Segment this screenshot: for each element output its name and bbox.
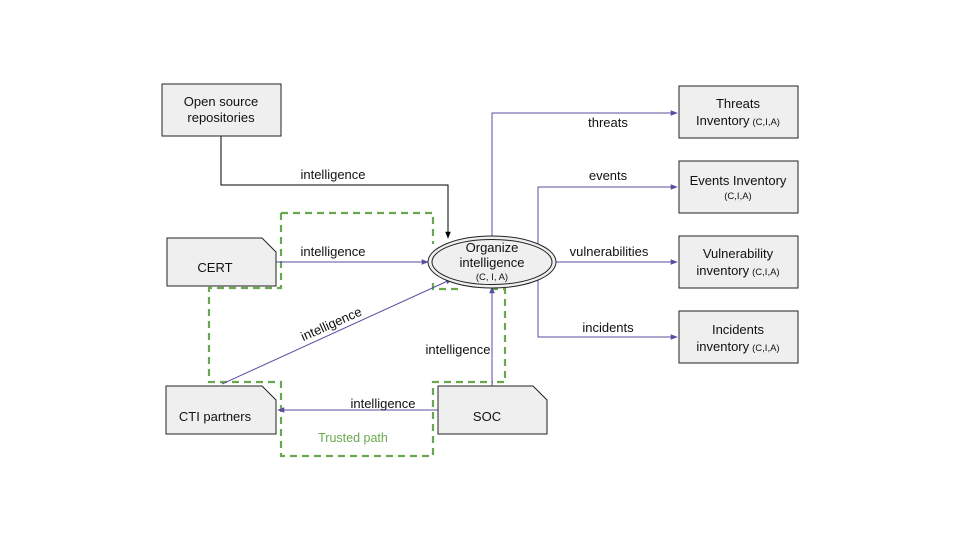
vulnerability-line2-main: inventory: [696, 263, 749, 278]
edge-labels: intelligence intelligence intelligence i…: [298, 115, 648, 445]
organize-line2: intelligence: [459, 255, 524, 270]
node-soc[interactable]: SOC: [437, 385, 548, 435]
edge-cti-to-organize: [221, 278, 453, 385]
threats-suffix: (C,I,A): [753, 117, 780, 128]
edges: [220, 110, 678, 413]
events-suffix: (C,I,A): [724, 191, 751, 202]
open-source-line1: Open source: [184, 94, 258, 109]
threats-line1: Threats: [716, 96, 761, 111]
label-cert-intelligence: intelligence: [300, 244, 365, 259]
open-source-line2: repositories: [187, 110, 255, 125]
threats-line2-main: Inventory: [696, 113, 750, 128]
node-open-source-repositories[interactable]: Open source repositories: [161, 83, 282, 137]
cert-label: CERT: [197, 260, 232, 275]
node-cti-partners[interactable]: CTI partners: [165, 385, 277, 435]
incidents-line1: Incidents: [712, 322, 765, 337]
node-vulnerability-inventory[interactable]: Vulnerability inventory(C,I,A): [678, 235, 799, 289]
threats-line2: Inventory(C,I,A): [696, 113, 780, 128]
label-events: events: [589, 168, 628, 183]
node-incidents-inventory[interactable]: Incidents inventory(C,I,A): [678, 310, 799, 364]
events-line1: Events Inventory: [690, 173, 787, 188]
edge-open-source-to-organize: [220, 136, 451, 239]
label-vulnerabilities: vulnerabilities: [570, 244, 649, 259]
incidents-line2-main: inventory: [696, 339, 749, 354]
trusted-path-label: Trusted path: [318, 431, 388, 445]
edge-to-threats: [491, 110, 678, 237]
vulnerability-line2: inventory(C,I,A): [696, 263, 779, 278]
node-threats-inventory[interactable]: Threats Inventory(C,I,A): [678, 85, 799, 139]
organize-line3: (C, I, A): [476, 272, 508, 283]
organize-line1: Organize: [466, 240, 519, 255]
label-threats: threats: [588, 115, 628, 130]
label-soc-up-intelligence: intelligence: [425, 342, 490, 357]
incidents-line2: inventory(C,I,A): [696, 339, 779, 354]
label-soc-cti-intelligence: intelligence: [350, 396, 415, 411]
trusted-path-outline: [207, 211, 507, 458]
label-incidents: incidents: [582, 320, 634, 335]
label-open-source-intelligence: intelligence: [300, 167, 365, 182]
edge-to-incidents: [537, 279, 678, 340]
edge-to-events: [537, 184, 678, 246]
node-events-inventory[interactable]: Events Inventory (C,I,A): [678, 160, 799, 214]
incidents-suffix: (C,I,A): [752, 343, 779, 354]
soc-label: SOC: [473, 409, 501, 424]
vulnerability-suffix: (C,I,A): [752, 267, 779, 278]
node-cert[interactable]: CERT: [166, 237, 277, 287]
cti-label: CTI partners: [179, 409, 252, 424]
vulnerability-line1: Vulnerability: [703, 246, 774, 261]
node-organize-intelligence[interactable]: Organize intelligence (C, I, A): [427, 235, 557, 289]
